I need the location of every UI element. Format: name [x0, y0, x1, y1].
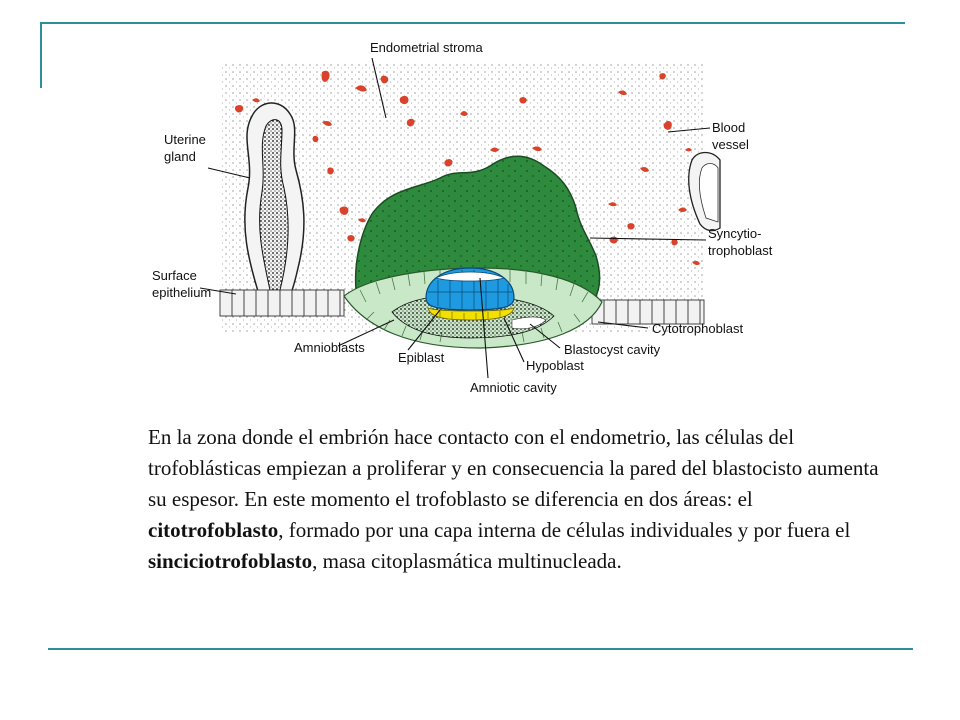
label-syncytio-line2: trophoblast [708, 243, 773, 258]
implantation-diagram: Endometrial stroma Uterine gland Blood v… [152, 40, 773, 395]
label-epiblast: Epiblast [398, 350, 445, 365]
label-uterine-gland-line2: gland [164, 149, 196, 164]
label-uterine-gland-line1: Uterine [164, 132, 206, 147]
label-blood-vessel-line1: Blood [712, 120, 745, 135]
amniotic-cavity [434, 271, 506, 282]
cytotrophoblast-cells [359, 270, 589, 343]
uterine-gland-lumen [259, 119, 289, 291]
label-surface-line2: epithelium [152, 285, 211, 300]
label-endometrial-stroma: Endometrial stroma [370, 40, 483, 55]
syncytiotrophoblast-nuclei [355, 156, 600, 300]
frame-top-line [40, 22, 905, 24]
blastocyst-cavity-lumen [511, 316, 547, 330]
leader-lines [199, 57, 711, 379]
description-paragraph: En la zona donde el embrión hace contact… [148, 422, 888, 577]
label-surface-line1: Surface [152, 268, 197, 283]
label-amniotic-cavity: Amniotic cavity [470, 380, 557, 395]
surface-epithelium [219, 289, 705, 325]
description-part-3: , masa citoplasmática multinucleada. [312, 549, 622, 573]
epiblast-cells [428, 270, 512, 310]
description-part-1: En la zona donde el embrión hace contact… [148, 425, 879, 511]
hypoblast [427, 307, 515, 321]
label-syncytio-line1: Syncytio- [708, 226, 761, 241]
term-citotrofoblasto: citotrofoblasto [148, 518, 279, 542]
label-cytotrophoblast: Cytotrophoblast [652, 321, 743, 336]
right-gland-lumen [698, 163, 719, 223]
frame-left-line [40, 22, 42, 88]
label-hypoblast: Hypoblast [526, 358, 584, 373]
description-part-2: , formado por una capa interna de célula… [278, 518, 851, 542]
frame-bottom-line [48, 648, 913, 650]
hypoblast-cells [439, 311, 501, 320]
label-blastocyst-cavity: Blastocyst cavity [564, 342, 661, 357]
term-sinciciotrofoblasto: sinciciotrofoblasto [148, 549, 313, 573]
label-blood-vessel-line2: vessel [712, 137, 749, 152]
label-amnioblasts: Amnioblasts [294, 340, 365, 355]
